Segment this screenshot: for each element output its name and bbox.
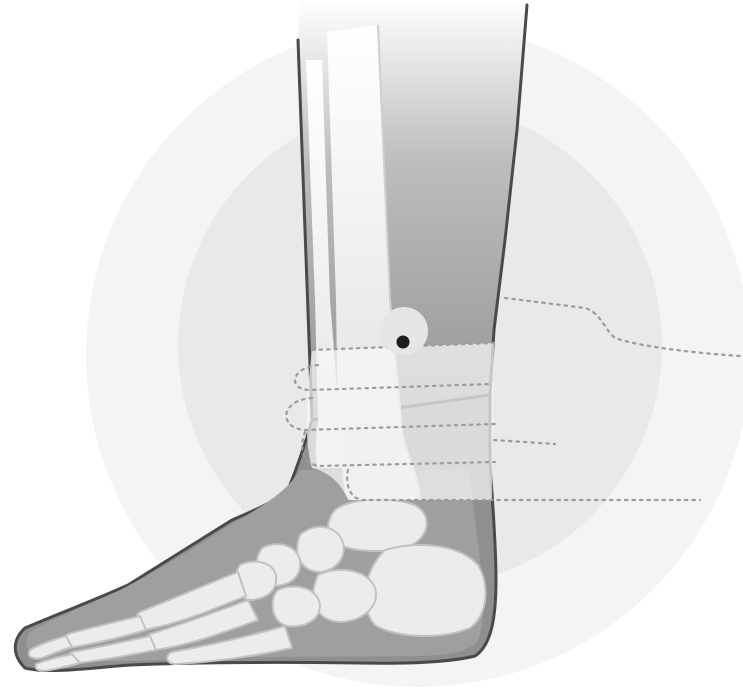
cuneiform-bone-3 [273,586,320,626]
fixation-point-marker [397,336,410,349]
support-wrap-band [307,343,494,500]
navicular-bone [297,527,344,572]
calcaneus-bone [365,545,485,636]
